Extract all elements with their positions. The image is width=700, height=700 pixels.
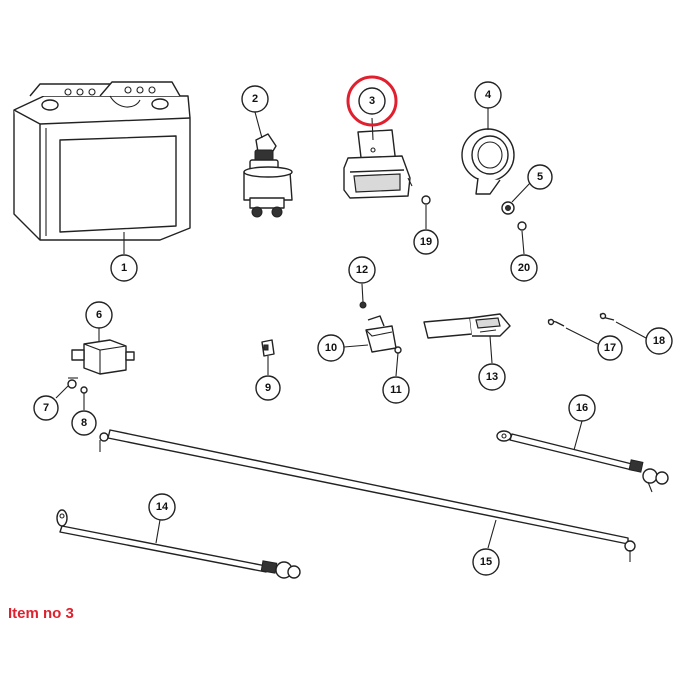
callout-4: 4 bbox=[474, 81, 502, 109]
connector-9-part bbox=[261, 339, 275, 357]
callout-11: 11 bbox=[382, 376, 410, 404]
callout-label: 4 bbox=[485, 89, 492, 101]
horn-part bbox=[461, 128, 515, 195]
callout-label: 12 bbox=[356, 264, 368, 276]
callout-label: 17 bbox=[604, 342, 616, 354]
item-caption: Item no 3 bbox=[8, 605, 74, 622]
highlight-ring bbox=[346, 75, 398, 127]
leader-lines bbox=[55, 108, 647, 549]
callout-label: 10 bbox=[325, 342, 337, 354]
flasher-unit-part bbox=[71, 339, 135, 375]
callout-label: 3 bbox=[369, 95, 375, 107]
callout-label: 8 bbox=[81, 417, 87, 429]
fuse-holder-part bbox=[423, 313, 511, 339]
callout-6: 6 bbox=[85, 301, 113, 329]
callout-16: 16 bbox=[568, 394, 596, 422]
callout-label: 2 bbox=[252, 93, 258, 105]
callout-label: 20 bbox=[518, 262, 530, 274]
callout-label: 13 bbox=[486, 371, 498, 383]
callout-19: 19 bbox=[413, 229, 439, 255]
battery-part bbox=[13, 81, 191, 241]
cable-16-part bbox=[496, 430, 669, 493]
callout-label: 15 bbox=[480, 556, 492, 568]
callout-18: 18 bbox=[645, 327, 673, 355]
callout-15: 15 bbox=[472, 548, 500, 576]
callout-label: 9 bbox=[265, 382, 271, 394]
callout-label: 14 bbox=[156, 501, 169, 513]
callout-1: 1 bbox=[110, 254, 138, 282]
cable-14-part bbox=[56, 509, 301, 579]
callout-label: 16 bbox=[576, 402, 588, 414]
callout-label: 6 bbox=[96, 309, 102, 321]
callout-label: 5 bbox=[537, 171, 543, 183]
callout-17: 17 bbox=[597, 335, 623, 361]
cable-terminals-part bbox=[547, 312, 615, 327]
callout-2: 2 bbox=[241, 85, 269, 113]
callout-5: 5 bbox=[527, 164, 553, 190]
screw-19-part bbox=[421, 195, 431, 205]
small-fastener-parts bbox=[67, 377, 88, 394]
callout-label: 18 bbox=[653, 335, 665, 347]
long-cable-15-part bbox=[99, 429, 636, 562]
nut-washer-part bbox=[501, 201, 527, 231]
callout-label: 11 bbox=[390, 384, 402, 396]
callout-14: 14 bbox=[148, 493, 176, 521]
callout-10: 10 bbox=[317, 334, 345, 362]
rocker-switch-part bbox=[343, 129, 413, 199]
callout-8: 8 bbox=[71, 410, 97, 436]
callout-label: 1 bbox=[121, 262, 127, 274]
callout-7: 7 bbox=[33, 395, 59, 421]
isolator-switch-part bbox=[243, 133, 293, 218]
callout-label: 19 bbox=[420, 236, 432, 248]
relay-10-part bbox=[359, 301, 402, 354]
callout-12: 12 bbox=[348, 256, 376, 284]
callout-3: 3 bbox=[358, 87, 386, 115]
callout-label: 7 bbox=[43, 402, 49, 414]
callout-20: 20 bbox=[510, 254, 538, 282]
callout-9: 9 bbox=[255, 375, 281, 401]
callout-13: 13 bbox=[478, 363, 506, 391]
